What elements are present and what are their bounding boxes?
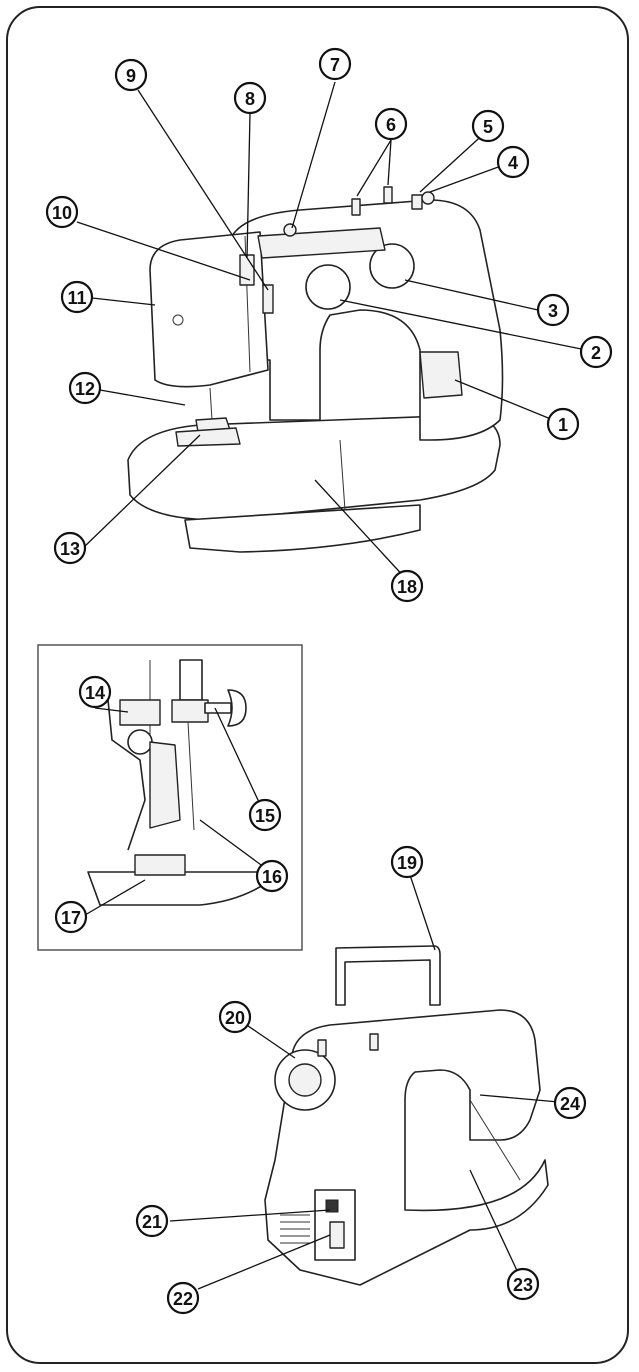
callout-12: 12 [68,371,102,405]
svg-text:14: 14 [85,683,105,703]
callout-1: 1 [546,407,580,441]
svg-text:20: 20 [225,1008,245,1028]
svg-text:22: 22 [173,1289,193,1309]
callout-24: 24 [553,1086,587,1120]
leader-lines [76,81,597,1290]
callout-2: 2 [579,335,613,369]
callout-21: 21 [135,1204,169,1238]
callout-18: 18 [390,569,424,603]
callout-20: 20 [218,1000,252,1034]
svg-text:24: 24 [560,1094,580,1114]
svg-text:11: 11 [67,288,86,308]
svg-text:6: 6 [386,115,396,135]
callout-15: 15 [248,798,282,832]
callout-14: 14 [78,675,112,709]
svg-text:9: 9 [126,66,136,86]
callout-16: 16 [255,859,289,893]
svg-text:8: 8 [245,89,255,109]
callout-11: 11 [60,280,94,314]
svg-text:3: 3 [548,301,558,321]
svg-text:7: 7 [330,55,340,75]
sewing-machine-rear-illustration [264,945,549,1286]
svg-text:19: 19 [397,853,417,873]
callout-23: 23 [506,1267,540,1301]
callout-5: 5 [471,109,505,143]
svg-text:21: 21 [142,1212,162,1232]
svg-text:23: 23 [513,1275,533,1295]
callout-6: 6 [374,107,408,141]
svg-text:10: 10 [52,203,72,223]
svg-text:16: 16 [262,867,282,887]
svg-text:5: 5 [483,117,493,137]
sewing-machine-front-illustration [127,186,504,553]
callout-3: 3 [536,293,570,327]
presser-foot-needle-detail-illustration [87,659,281,906]
callout-10: 10 [45,195,79,229]
callout-9: 9 [114,58,148,92]
callout-13: 13 [53,531,87,565]
callout-8: 8 [233,81,267,115]
callout-19: 19 [390,845,424,879]
svg-text:4: 4 [508,153,518,173]
svg-text:1: 1 [558,415,568,435]
callout-4: 4 [496,145,530,179]
callout-7: 7 [318,47,352,81]
svg-text:15: 15 [255,806,275,826]
svg-text:2: 2 [591,343,601,363]
svg-text:12: 12 [75,379,95,399]
callout-17: 17 [54,900,88,934]
svg-text:18: 18 [397,577,417,597]
svg-text:17: 17 [61,908,81,928]
svg-text:13: 13 [60,539,80,559]
callout-22: 22 [166,1281,200,1315]
